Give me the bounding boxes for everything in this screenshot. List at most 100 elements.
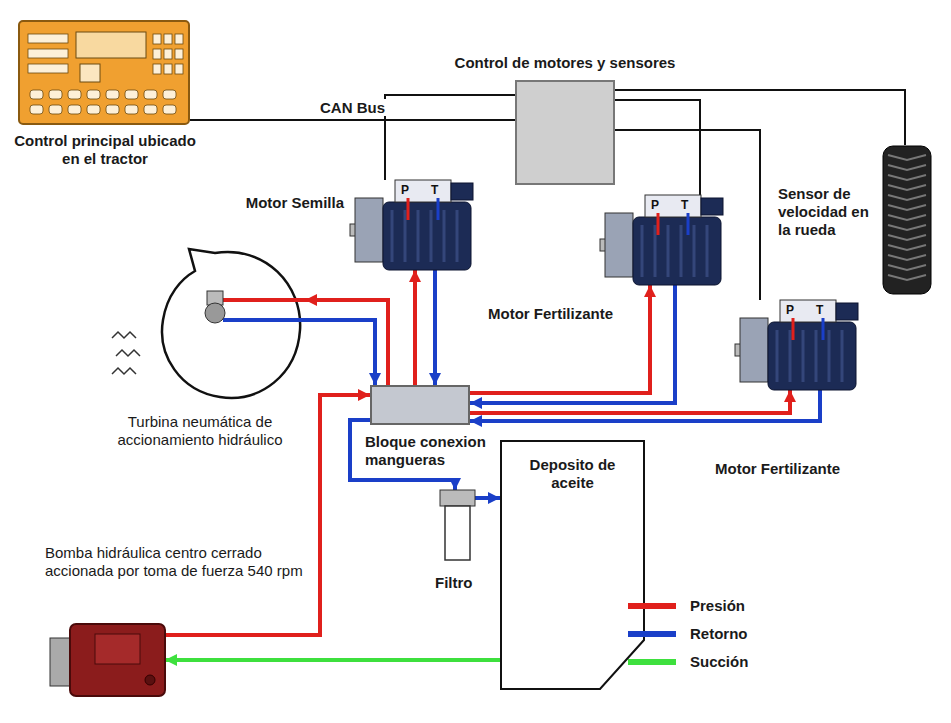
pressure-port <box>657 213 660 235</box>
heat-wave <box>112 332 136 338</box>
controller-unit: Control principal ubicado en el tractor <box>18 20 190 125</box>
controller-key <box>164 64 172 74</box>
signal-wire <box>190 119 515 121</box>
hydraulic-motor-shape <box>350 180 475 270</box>
oil-tank: Deposito de aceite <box>500 440 645 690</box>
controller-key <box>164 34 172 44</box>
control-box: Control de motores y sensores <box>515 80 615 185</box>
tire-tread <box>888 185 926 190</box>
controller-key <box>153 49 161 59</box>
hydraulic-motor: Motor FertilizantePT <box>735 300 860 390</box>
hydraulic-hose <box>413 270 417 385</box>
tank-outline <box>501 441 644 689</box>
legend-row: Succión <box>628 652 798 672</box>
heat-waves <box>112 332 140 374</box>
controller-key <box>125 90 138 99</box>
controller-key <box>30 90 43 99</box>
oil-filter: Filtro <box>440 490 475 560</box>
legend-swatch <box>628 603 676 609</box>
control-box-outline <box>516 81 614 184</box>
turbine-pipe <box>223 318 305 322</box>
hydraulic-turbine-shape <box>155 245 305 405</box>
valve-block <box>645 195 701 217</box>
signal-wire <box>385 95 515 180</box>
port-letter: T <box>431 183 438 197</box>
legend-row: Retorno <box>628 624 798 644</box>
part-label: Bomba hidráulica centro cerrado accionad… <box>45 544 307 580</box>
part-label: Control principal ubicado en el tractor <box>10 132 200 168</box>
motor-fin <box>815 330 818 382</box>
hose-block: Bloque conexion mangueras <box>370 385 470 425</box>
motor-fin <box>391 210 394 262</box>
tire-tread <box>888 195 926 200</box>
filter-body <box>445 506 470 560</box>
heat-wave <box>116 350 140 356</box>
valve-block <box>395 180 451 202</box>
controller-unit-shape <box>18 20 190 125</box>
return-port <box>822 318 825 340</box>
motor-fin <box>443 210 446 262</box>
hydraulic-pump-shape <box>50 620 165 700</box>
controller-key <box>175 34 183 44</box>
controller-key <box>28 34 68 43</box>
hydraulic-hose <box>475 496 500 500</box>
tire-tread <box>888 275 926 280</box>
heat-wave <box>112 368 136 374</box>
signal-wire <box>615 130 760 300</box>
part-label: Sensor de velocidad en la rueda <box>778 185 878 239</box>
control-box-shape <box>515 80 615 185</box>
motor-fin <box>667 225 670 277</box>
legend-label: Presión <box>690 596 745 616</box>
filter-head <box>440 490 475 506</box>
hydraulic-motor: Motor SemillaPT <box>350 180 475 270</box>
motor-fin <box>456 210 459 262</box>
tire-tread <box>888 225 926 230</box>
motor-fin <box>802 330 805 382</box>
motor-flange <box>605 213 633 277</box>
turbine-hub <box>205 303 225 323</box>
controller-key <box>175 64 183 74</box>
valve-solenoid <box>451 183 473 200</box>
tire-tread <box>888 165 926 170</box>
hydraulic-hose <box>433 270 437 385</box>
controller-key <box>125 105 138 114</box>
part-label: Motor Fertilizante <box>715 460 865 478</box>
port-letter: T <box>681 198 688 212</box>
legend-label: Succión <box>690 652 748 672</box>
hydraulic-motor-shape <box>600 195 725 285</box>
hydraulic-hose <box>470 390 790 413</box>
tire-tread <box>888 245 926 250</box>
controller-key <box>87 105 100 114</box>
tire-tread <box>888 235 926 240</box>
controller-key <box>28 49 68 58</box>
controller-key <box>164 49 172 59</box>
motor-fin <box>706 225 709 277</box>
motor-fin <box>828 330 831 382</box>
tire-tread <box>888 255 926 260</box>
hydraulic-turbine: Turbina neumática de accionamiento hidrá… <box>155 245 305 405</box>
controller-key <box>30 105 43 114</box>
hydraulic-hose <box>470 285 650 393</box>
controller-key <box>163 90 176 99</box>
tire-tread <box>888 265 926 270</box>
part-label: Filtro <box>435 574 495 592</box>
hydraulic-motor-shape <box>735 300 860 390</box>
wheel-tire <box>883 146 931 294</box>
valve-solenoid <box>701 198 723 215</box>
motor-fin <box>680 225 683 277</box>
part-label: Turbina neumática de accionamiento hidrá… <box>95 413 305 449</box>
turbine-volute <box>162 249 300 398</box>
part-label: Motor Semilla <box>232 194 344 212</box>
port-letter: T <box>816 303 823 317</box>
controller-screen <box>76 32 146 58</box>
return-port <box>687 213 690 235</box>
controller-key <box>106 105 119 114</box>
motor-fin <box>841 330 844 382</box>
motor-flange <box>355 198 383 262</box>
signal-wire <box>615 90 905 145</box>
pump-cover <box>95 634 140 664</box>
hydraulic-hose <box>305 320 375 385</box>
hydraulic-hose <box>470 285 675 403</box>
bus-label: CAN Bus <box>317 99 388 116</box>
tire-tread <box>888 205 926 210</box>
